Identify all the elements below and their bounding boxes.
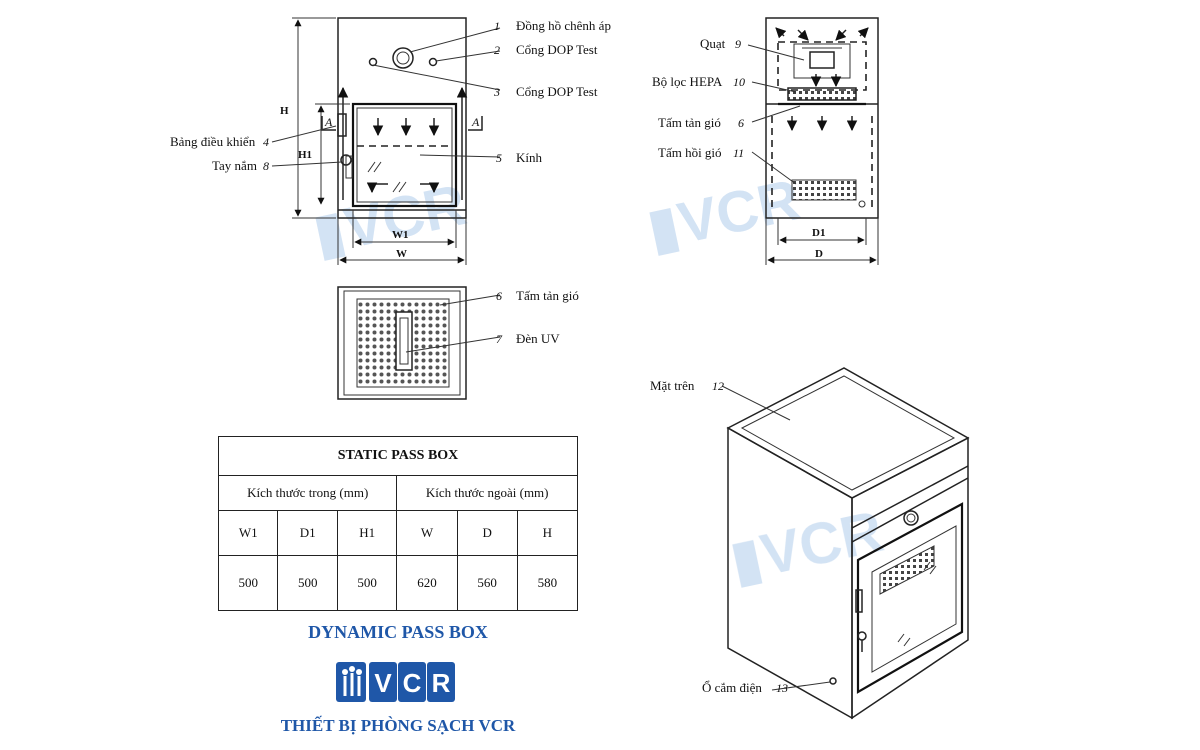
svg-text:4: 4 — [263, 135, 269, 149]
table-cell: 620 — [396, 555, 458, 611]
control-panel-icon — [337, 113, 347, 137]
dim-w: W — [396, 248, 407, 260]
callout-label: Tấm tản gió — [658, 115, 721, 130]
table-cell: 500 — [336, 555, 398, 611]
inner-size-header: Kích thước trong (mm) — [217, 475, 398, 511]
power-socket-icon — [829, 677, 837, 685]
front-callouts: 1 Đồng hồ chênh áp 2 Cổng DOP Test 3 Cổn… — [170, 18, 611, 173]
callout-label: Kính — [516, 150, 543, 165]
spec-table: STATIC PASS BOX Kích thước trong (mm) Kí… — [217, 436, 579, 611]
svg-text:12: 12 — [712, 379, 724, 393]
callout-label: Ổ cắm điện — [702, 680, 762, 695]
svg-text:C: C — [403, 668, 422, 698]
svg-text:10: 10 — [733, 75, 745, 89]
control-panel-icon — [855, 589, 863, 613]
svg-text:7: 7 — [496, 332, 503, 346]
svg-text:R: R — [432, 668, 451, 698]
dop-port-icon — [428, 57, 438, 67]
svg-text:9: 9 — [735, 37, 741, 51]
svg-text:▮VCR: ▮VCR — [641, 167, 806, 263]
door-handle-icon — [857, 631, 867, 641]
svg-text:6: 6 — [496, 289, 502, 303]
dim-d: D — [815, 248, 823, 260]
callout-label: Tấm hồi gió — [658, 145, 722, 160]
col-header: W — [396, 510, 458, 556]
outer-size-header: Kích thước ngoài (mm) — [396, 475, 578, 511]
front-view: A A H H1 W1 W — [280, 17, 483, 265]
dynamic-pass-box-title: DYNAMIC PASS BOX — [308, 622, 488, 642]
company-name: THIẾT BỊ PHÒNG SẠCH VCR — [280, 716, 516, 735]
dim-h: H — [280, 105, 289, 117]
table-cell: 580 — [516, 555, 579, 611]
col-header: W1 — [217, 510, 279, 556]
callout-label: Đồng hồ chênh áp — [516, 18, 611, 33]
callout-label: Cổng DOP Test — [516, 84, 598, 99]
vcr-logo: V C R — [336, 662, 455, 702]
callout-label: Tấm tản gió — [516, 288, 579, 303]
col-header: D1 — [277, 510, 338, 556]
svg-text:▮VCR: ▮VCR — [307, 172, 472, 268]
callout-label: Tay nắm — [212, 158, 257, 173]
svg-text:8: 8 — [263, 159, 269, 173]
callout-label: Bảng điều khiển — [170, 134, 256, 149]
table-title: STATIC PASS BOX — [218, 436, 578, 476]
section-mark: A — [471, 115, 480, 129]
col-header: D — [456, 510, 518, 556]
svg-text:▮VCR: ▮VCR — [724, 499, 889, 595]
side-section-view: D1 D — [765, 17, 879, 265]
svg-text:2: 2 — [494, 43, 500, 57]
col-header: H — [516, 510, 579, 556]
svg-text:5: 5 — [496, 151, 502, 165]
section-mark: A — [324, 115, 333, 129]
callout-label: Đèn UV — [516, 331, 560, 346]
diffuser-view: 6 Tấm tản gió 7 Đèn UV — [337, 286, 579, 400]
uv-lamp-icon — [395, 311, 413, 371]
return-air-grille-icon — [791, 179, 857, 201]
svg-text:V: V — [374, 668, 392, 698]
callout-label: Mặt trên — [650, 378, 695, 393]
table-cell: 560 — [456, 555, 518, 611]
dim-h1: H1 — [298, 149, 312, 161]
svg-text:11: 11 — [733, 146, 744, 160]
callout-label: Cổng DOP Test — [516, 42, 598, 57]
hepa-filter-icon — [787, 87, 857, 101]
dim-d1: D1 — [812, 227, 825, 239]
svg-text:1: 1 — [494, 19, 500, 33]
svg-text:3: 3 — [493, 85, 500, 99]
dop-port-icon — [368, 57, 378, 67]
isometric-view: 12 Mặt trên 13 Ổ cắm điện — [650, 367, 970, 720]
callout-label: Quạt — [700, 36, 726, 51]
callout-label: Bộ lọc HEPA — [652, 74, 723, 89]
svg-text:13: 13 — [776, 681, 788, 695]
col-header: H1 — [336, 510, 398, 556]
dim-w1: W1 — [392, 229, 409, 241]
pressure-gauge-icon — [392, 47, 414, 69]
side-callouts: 9 Quạt 10 Bộ lọc HEPA 6 Tấm tản gió 11 T… — [652, 36, 805, 185]
table-cell: 500 — [277, 555, 338, 611]
fan-icon — [793, 43, 851, 79]
table-cell: 500 — [217, 555, 279, 611]
svg-text:6: 6 — [738, 116, 744, 130]
pressure-gauge-icon — [903, 510, 919, 526]
